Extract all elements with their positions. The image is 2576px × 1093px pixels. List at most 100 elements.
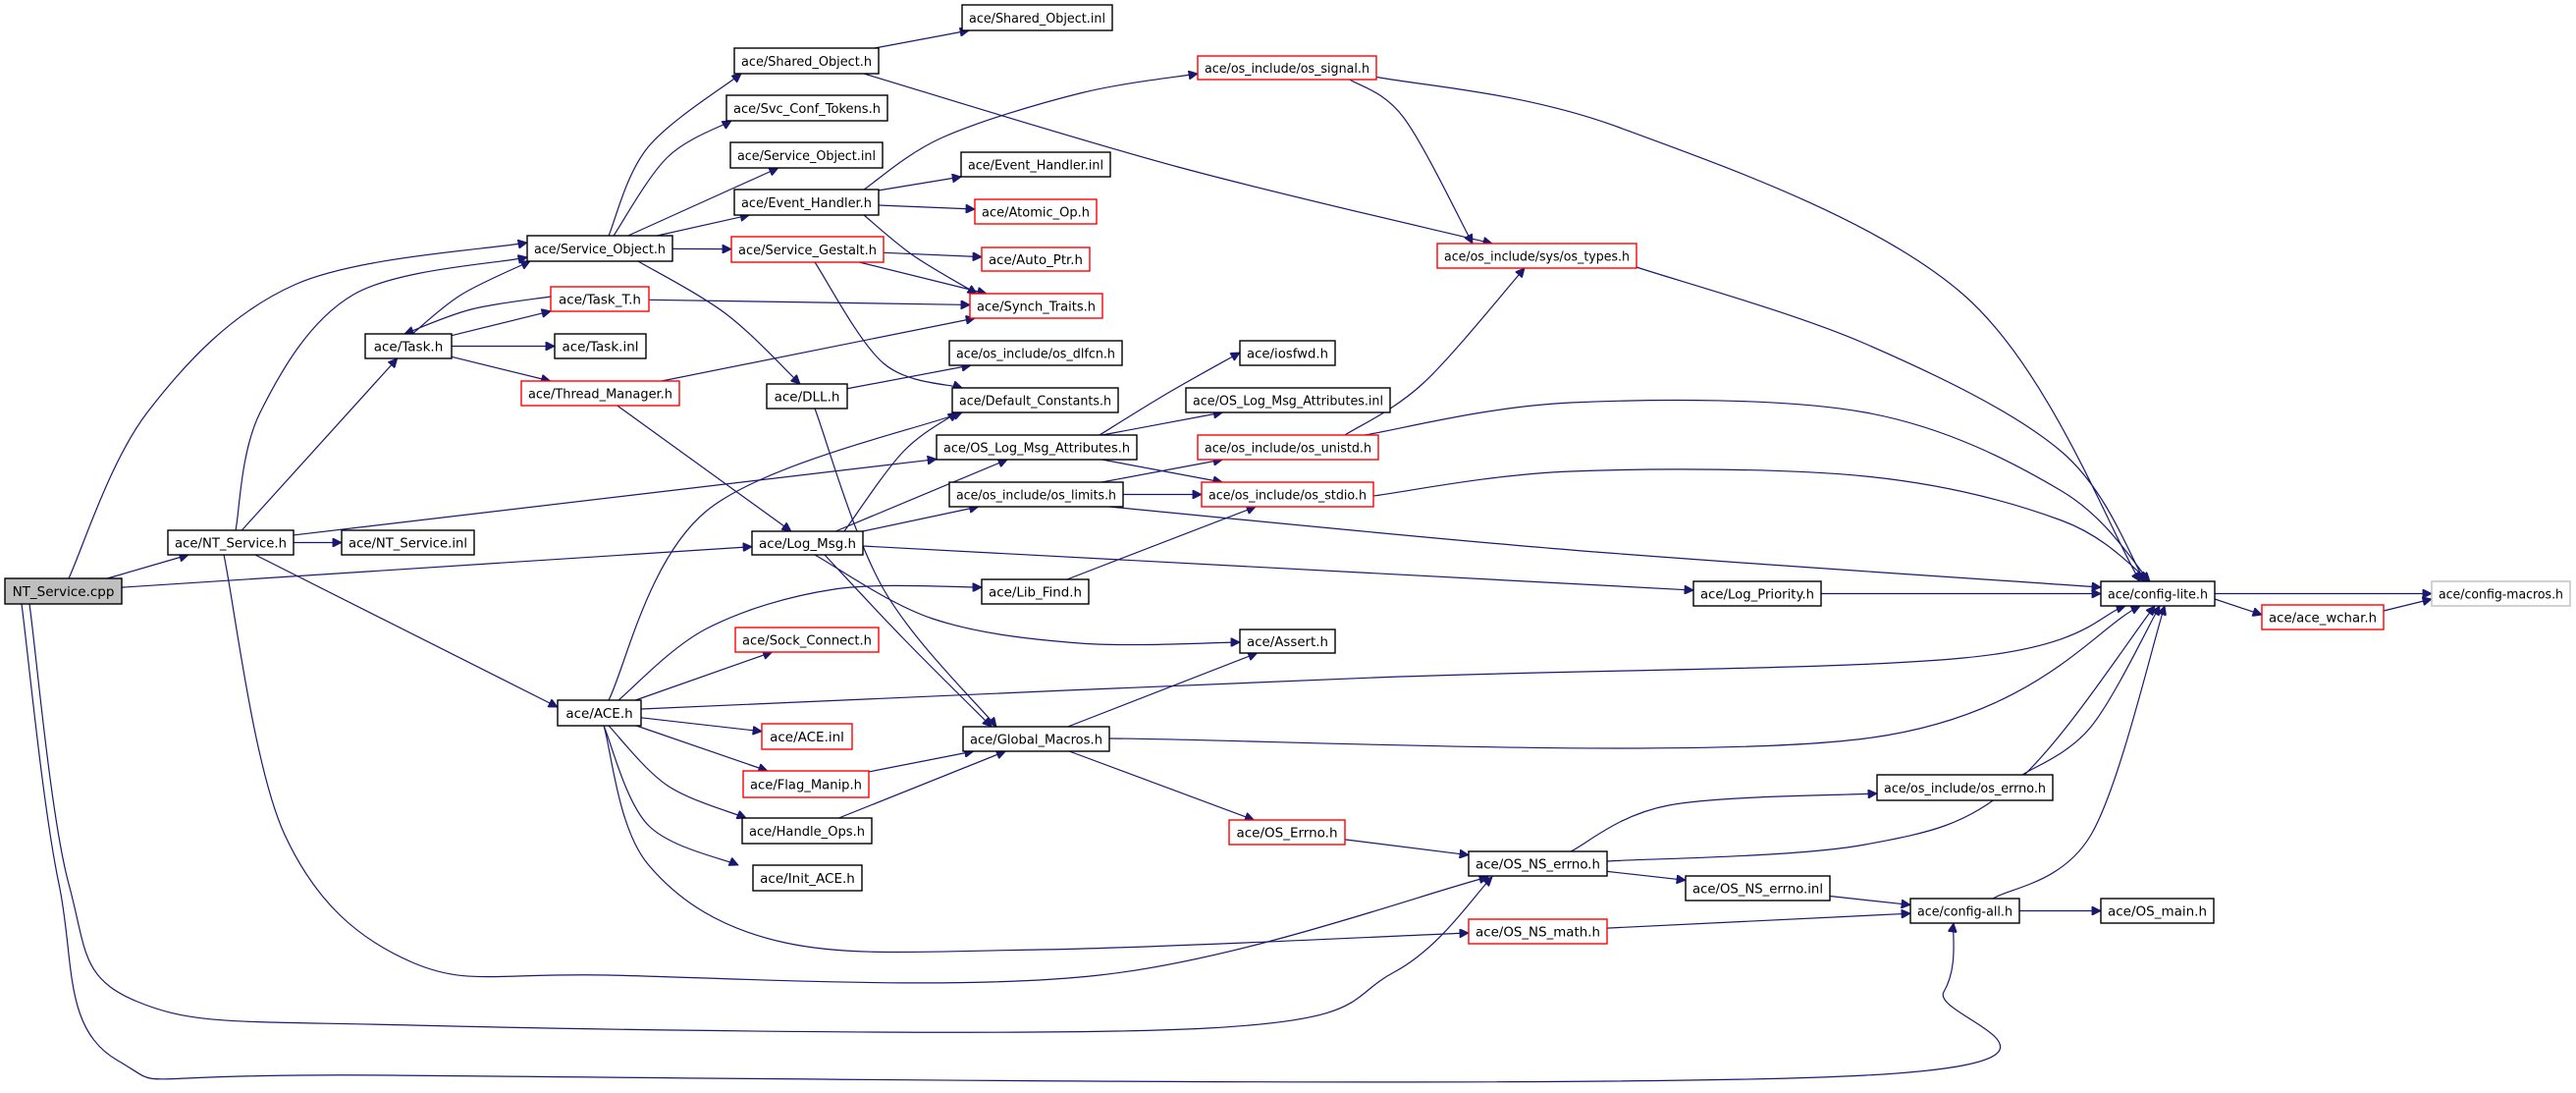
edge-nt-service-cpp-to-nt-service-h (107, 555, 188, 579)
node-svc-conf-tokens-h[interactable]: ace/Svc_Conf_Tokens.h (725, 94, 888, 122)
node-flag-manip-h[interactable]: ace/Flag_Manip.h (742, 770, 870, 798)
node-atomic-op-h[interactable]: ace/Atomic_Op.h (974, 198, 1098, 225)
node-label: ace/os_include/os_limits.h (956, 488, 1116, 504)
node-log-msg-h[interactable]: ace/Log_Msg.h (751, 530, 864, 556)
edge-event-handler-h-to-synch-traits-h (863, 214, 977, 294)
node-os-dlfcn-h[interactable]: ace/os_include/os_dlfcn.h (948, 340, 1123, 366)
edge-os-unistd-h-to-os-types-h (1344, 268, 1525, 436)
node-nt-service-cpp[interactable]: NT_Service.cpp (4, 577, 123, 605)
node-os-log-msg-attributes-inl[interactable]: ace/OS_Log_Msg_Attributes.inl (1185, 387, 1391, 413)
node-auto-ptr-h[interactable]: ace/Auto_Ptr.h (981, 246, 1091, 272)
edge-event-handler-h-to-atomic-op-h (878, 205, 975, 209)
node-box (734, 627, 880, 653)
edge-config-all-h-to-config-lite-h (1992, 606, 2165, 900)
node-sock-connect-h[interactable]: ace/Sock_Connect.h (734, 627, 880, 653)
node-box (1468, 918, 1608, 945)
node-os-signal-h[interactable]: ace/os_include/os_signal.h (1197, 55, 1377, 81)
edge-ace-h-to-ace-inl (640, 717, 762, 732)
node-shared-object-inl[interactable]: ace/Shared_Object.inl (961, 4, 1113, 31)
node-os-unistd-h[interactable]: ace/os_include/os_unistd.h (1197, 434, 1379, 461)
node-nt-service-inl[interactable]: ace/NT_Service.inl (341, 529, 475, 556)
edge-log-msg-h-to-os-log-msg-attributes-h (835, 460, 1007, 532)
node-event-handler-h[interactable]: ace/Event_Handler.h (733, 189, 880, 216)
edge-thread-manager-h-to-synch-traits-h (661, 318, 975, 382)
node-box (1228, 819, 1346, 846)
node-event-handler-inl[interactable]: ace/Event_Handler.inl (960, 151, 1111, 178)
node-os-types-h[interactable]: ace/os_include/sys/os_types.h (1436, 243, 1637, 269)
edge-os-include-os-errno-h-to-config-lite-h (2021, 606, 2161, 776)
node-task-h[interactable]: ace/Task.h (364, 333, 453, 359)
edge-service-object-h-to-dll-h (637, 260, 800, 384)
edge-task-h-to-task-t-h (451, 311, 551, 337)
node-label: ace/Shared_Object.inl (969, 11, 1105, 27)
node-shared-object-h[interactable]: ace/Shared_Object.h (733, 47, 880, 75)
node-label: ace/Global_Macros.h (970, 733, 1102, 748)
node-service-object-inl[interactable]: ace/Service_Object.inl (729, 141, 884, 169)
node-service-object-h[interactable]: ace/Service_Object.h (526, 235, 673, 262)
node-label: ace/os_include/sys/os_types.h (1444, 249, 1630, 265)
node-ace-wchar-h[interactable]: ace/ace_wchar.h (2261, 604, 2385, 630)
node-task-inl[interactable]: ace/Task.inl (554, 333, 647, 359)
node-box (2261, 604, 2385, 630)
node-ace-inl[interactable]: ace/ACE.inl (761, 723, 853, 750)
node-label: ace/iosfwd.h (1247, 347, 1328, 362)
node-os-limits-h[interactable]: ace/os_include/os_limits.h (948, 481, 1124, 508)
node-nt-service-h[interactable]: ace/NT_Service.h (167, 529, 295, 556)
node-box (364, 333, 453, 359)
node-assert-h[interactable]: ace/Assert.h (1239, 628, 1336, 654)
node-box (733, 47, 880, 75)
node-iosfwd-h[interactable]: ace/iosfwd.h (1239, 340, 1336, 366)
node-label: ace/Log_Priority.h (1700, 587, 1814, 603)
node-box (1239, 628, 1336, 654)
node-handle-ops-h[interactable]: ace/Handle_Ops.h (741, 817, 873, 845)
node-os-errno-h[interactable]: ace/OS_Errno.h (1228, 819, 1346, 846)
edge-task-h-to-thread-manager-h (451, 355, 551, 381)
node-config-lite-h[interactable]: ace/config-lite.h (2100, 580, 2216, 607)
node-label: ace/Assert.h (1247, 634, 1328, 650)
node-default-constants-h[interactable]: ace/Default_Constants.h (951, 387, 1119, 413)
edge-os-limits-h-to-os-unistd-h (1101, 460, 1222, 483)
edge-config-lite-h-to-ace-wchar-h (2214, 598, 2262, 615)
edge-global-macros-h-to-os-errno-h (1068, 750, 1254, 820)
node-label: ace/Service_Object.h (534, 242, 666, 257)
node-label: ace/Event_Handler.inl (968, 158, 1103, 174)
edge-service-gestalt-h-to-synch-traits-h (859, 261, 987, 294)
node-init-ace-h[interactable]: ace/Init_ACE.h (752, 864, 863, 892)
node-synch-traits-h[interactable]: ace/Synch_Traits.h (969, 293, 1103, 319)
node-box (520, 380, 680, 407)
node-box (730, 236, 885, 263)
node-box (2100, 898, 2215, 924)
edge-nt-service-cpp-to-config-all-h (21, 603, 2002, 1083)
node-os-ns-math-h[interactable]: ace/OS_NS_math.h (1468, 918, 1608, 945)
node-config-all-h[interactable]: ace/config-all.h (1909, 898, 2020, 924)
node-box (948, 481, 1124, 508)
node-log-priority-h[interactable]: ace/Log_Priority.h (1692, 580, 1822, 607)
node-global-macros-h[interactable]: ace/Global_Macros.h (962, 726, 1110, 752)
edge-nt-service-h-to-service-object-h (235, 257, 527, 531)
edge-nt-service-cpp-to-os-ns-errno-h (28, 603, 1492, 1033)
node-thread-manager-h[interactable]: ace/Thread_Manager.h (520, 380, 680, 407)
node-box (962, 726, 1110, 752)
node-dll-h[interactable]: ace/DLL.h (766, 383, 848, 410)
node-os-ns-errno-h[interactable]: ace/OS_NS_errno.h (1468, 850, 1608, 877)
edge-flag-manip-h-to-global-macros-h (868, 751, 974, 773)
node-service-gestalt-h[interactable]: ace/Service_Gestalt.h (730, 236, 885, 263)
node-task-t-h[interactable]: ace/Task_T.h (550, 286, 650, 312)
node-box (951, 387, 1119, 413)
node-os-stdio-h[interactable]: ace/os_include/os_stdio.h (1201, 481, 1374, 508)
edge-os-ns-math-h-to-config-all-h (1606, 913, 1910, 929)
node-label: ace/Atomic_Op.h (982, 205, 1090, 221)
node-os-log-msg-attributes-h[interactable]: ace/OS_Log_Msg_Attributes.h (936, 434, 1138, 461)
node-box (1185, 387, 1391, 413)
node-config-macros-h[interactable]: ace/config-macros.h (2431, 580, 2571, 607)
node-lib-find-h[interactable]: ace/Lib_Find.h (981, 578, 1090, 605)
edge-service-object-h-to-service-object-inl (627, 168, 778, 237)
edge-nt-service-h-to-ace-h (254, 554, 558, 708)
edge-os-types-h-to-config-lite-h (1636, 266, 2145, 581)
node-os-ns-errno-inl[interactable]: ace/OS_NS_errno.inl (1685, 875, 1831, 902)
node-os-include-os-errno-h[interactable]: ace/os_include/os_errno.h (1876, 774, 2054, 801)
node-label: ace/Flag_Manip.h (750, 778, 862, 793)
node-label: ace/OS_Log_Msg_Attributes.h (943, 441, 1130, 457)
node-ace-h[interactable]: ace/ACE.h (557, 699, 642, 727)
node-os-main-h[interactable]: ace/OS_main.h (2100, 898, 2215, 924)
